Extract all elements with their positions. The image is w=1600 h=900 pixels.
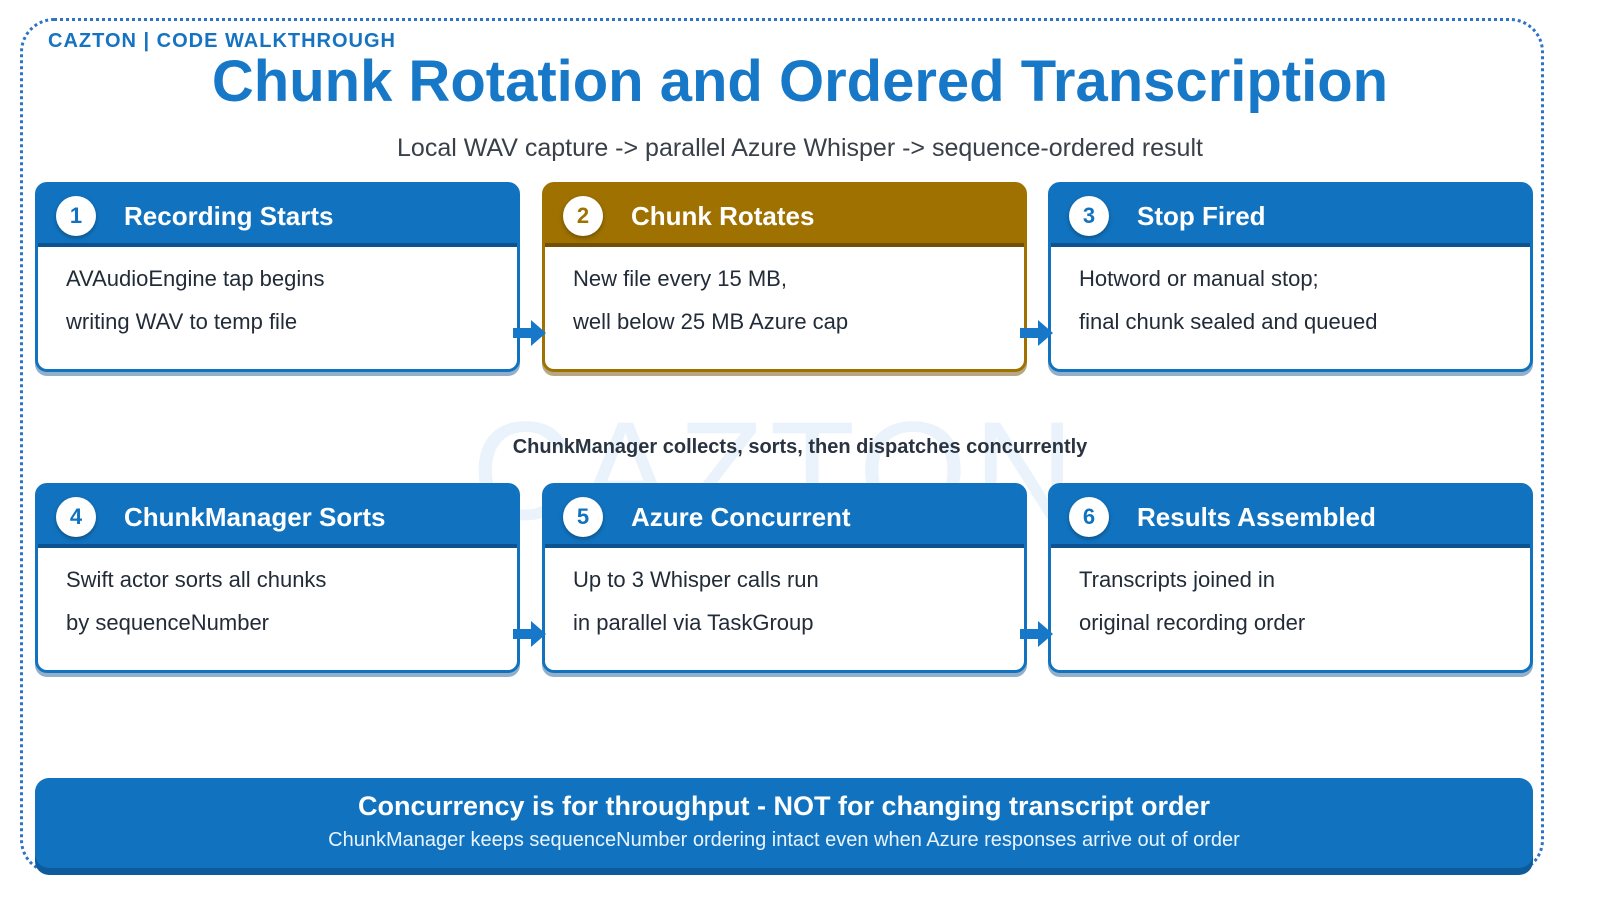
step-3-title: Stop Fired [1137, 200, 1266, 231]
right-arrow-icon [513, 320, 546, 346]
step-3-line-2: final chunk sealed and queued [1079, 309, 1378, 334]
step-card-4: 4 ChunkManager Sorts Swift actor sorts a… [35, 483, 520, 673]
step-2-body: New file every 15 MB, well below 25 MB A… [545, 247, 1024, 337]
step-card-1-header: 1 Recording Starts [38, 185, 517, 247]
step-6-body: Transcripts joined in original recording… [1051, 548, 1530, 638]
step-card-1: 1 Recording Starts AVAudioEngine tap beg… [35, 182, 520, 372]
step-1-line-2: writing WAV to temp file [66, 309, 298, 334]
step-card-3-header: 3 Stop Fired [1051, 185, 1530, 247]
step-card-5: 5 Azure Concurrent Up to 3 Whisper calls… [542, 483, 1027, 673]
step-6-title: Results Assembled [1137, 501, 1376, 532]
step-2-number-badge: 2 [563, 196, 603, 236]
step-3-body: Hotword or manual stop; final chunk seal… [1051, 247, 1530, 337]
step-4-number-badge: 4 [56, 497, 96, 537]
step-3-line-1: Hotword or manual stop; [1079, 266, 1319, 291]
step-2-line-1: New file every 15 MB, [573, 266, 787, 291]
step-card-2-header: 2 Chunk Rotates [545, 185, 1024, 247]
page-title: Chunk Rotation and Ordered Transcription [211, 49, 1389, 114]
step-5-number-badge: 5 [563, 497, 603, 537]
right-arrow-icon [1020, 320, 1053, 346]
step-card-5-header: 5 Azure Concurrent [545, 486, 1024, 548]
right-arrow-icon [1020, 621, 1053, 647]
step-2-title: Chunk Rotates [631, 200, 815, 231]
page-subtitle: Local WAV capture -> parallel Azure Whis… [397, 134, 1203, 162]
step-4-line-2: by sequenceNumber [66, 610, 270, 635]
step-5-body: Up to 3 Whisper calls run in parallel vi… [545, 548, 1024, 638]
mid-flow-label: ChunkManager collects, sorts, then dispa… [512, 436, 1088, 458]
step-1-title: Recording Starts [124, 200, 334, 231]
step-5-line-1: Up to 3 Whisper calls run [573, 567, 819, 592]
step-4-line-1: Swift actor sorts all chunks [66, 567, 327, 592]
step-1-number-badge: 1 [56, 196, 96, 236]
brand-eyebrow: CAZTON | CODE WALKTHROUGH [48, 30, 396, 52]
step-1-line-1: AVAudioEngine tap begins [66, 266, 325, 291]
footer-banner: Concurrency is for throughput - NOT for … [35, 778, 1533, 868]
step-5-line-2: in parallel via TaskGroup [573, 610, 814, 635]
step-6-number-badge: 6 [1069, 497, 1109, 537]
dotted-border-frame [20, 18, 1544, 874]
step-6-line-1: Transcripts joined in [1079, 567, 1276, 592]
step-6-line-2: original recording order [1079, 610, 1306, 635]
footer-headline: Concurrency is for throughput - NOT for … [357, 791, 1211, 821]
step-card-6: 6 Results Assembled Transcripts joined i… [1048, 483, 1533, 673]
right-arrow-icon [513, 621, 546, 647]
step-1-body: AVAudioEngine tap begins writing WAV to … [38, 247, 517, 337]
step-4-body: Swift actor sorts all chunks by sequence… [38, 548, 517, 638]
step-3-number-badge: 3 [1069, 196, 1109, 236]
step-5-title: Azure Concurrent [631, 501, 851, 532]
step-card-3: 3 Stop Fired Hotword or manual stop; fin… [1048, 182, 1533, 372]
step-4-title: ChunkManager Sorts [124, 501, 386, 532]
step-card-2: 2 Chunk Rotates New file every 15 MB, we… [542, 182, 1027, 372]
step-card-6-header: 6 Results Assembled [1051, 486, 1530, 548]
step-card-4-header: 4 ChunkManager Sorts [38, 486, 517, 548]
step-2-line-2: well below 25 MB Azure cap [573, 309, 849, 334]
footer-subtext: ChunkManager keeps sequenceNumber orderi… [328, 829, 1240, 851]
